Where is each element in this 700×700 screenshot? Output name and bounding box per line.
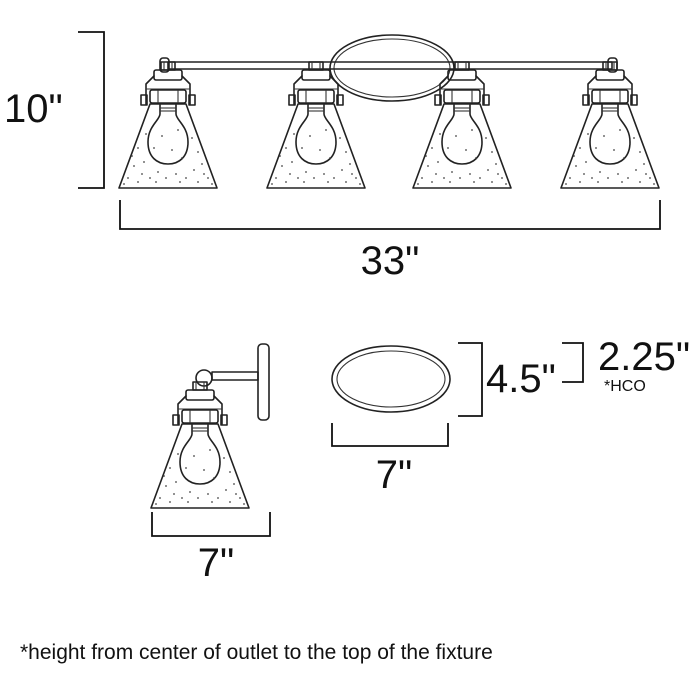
hco-dimension: 2.25" (598, 335, 690, 379)
sconce-arm (211, 371, 259, 381)
backplate-front-inner (336, 350, 446, 408)
plate-height-dimension: 4.5" (486, 357, 556, 401)
height-bracket (78, 31, 105, 189)
width-bracket (119, 200, 661, 230)
shade-1 (118, 61, 218, 189)
footnote: *height from center of outlet to the top… (20, 641, 493, 664)
backplate-oval (329, 34, 455, 102)
width-dimension: 33" (361, 239, 420, 283)
plate-height-bracket (458, 342, 483, 417)
finial-left (159, 57, 170, 73)
hco-bracket (562, 342, 584, 383)
shade-2 (266, 61, 366, 189)
plate-width-bracket (331, 423, 449, 447)
wall-plate-side (257, 343, 270, 421)
plate-width-dimension: 7" (376, 453, 412, 497)
height-dimension: 10" (4, 87, 63, 131)
shade-3 (412, 61, 512, 189)
cross-bar (167, 61, 613, 70)
shade-4 (560, 61, 660, 189)
backplate-oval-inner (333, 38, 451, 98)
side-view (150, 343, 270, 509)
hco-label: *HCO (604, 378, 646, 395)
sconce-width-dimension: 7" (198, 541, 234, 585)
front-view (118, 34, 660, 189)
backplate-front (331, 345, 451, 413)
side-shade (150, 381, 250, 509)
sconce-width-bracket (151, 512, 271, 537)
